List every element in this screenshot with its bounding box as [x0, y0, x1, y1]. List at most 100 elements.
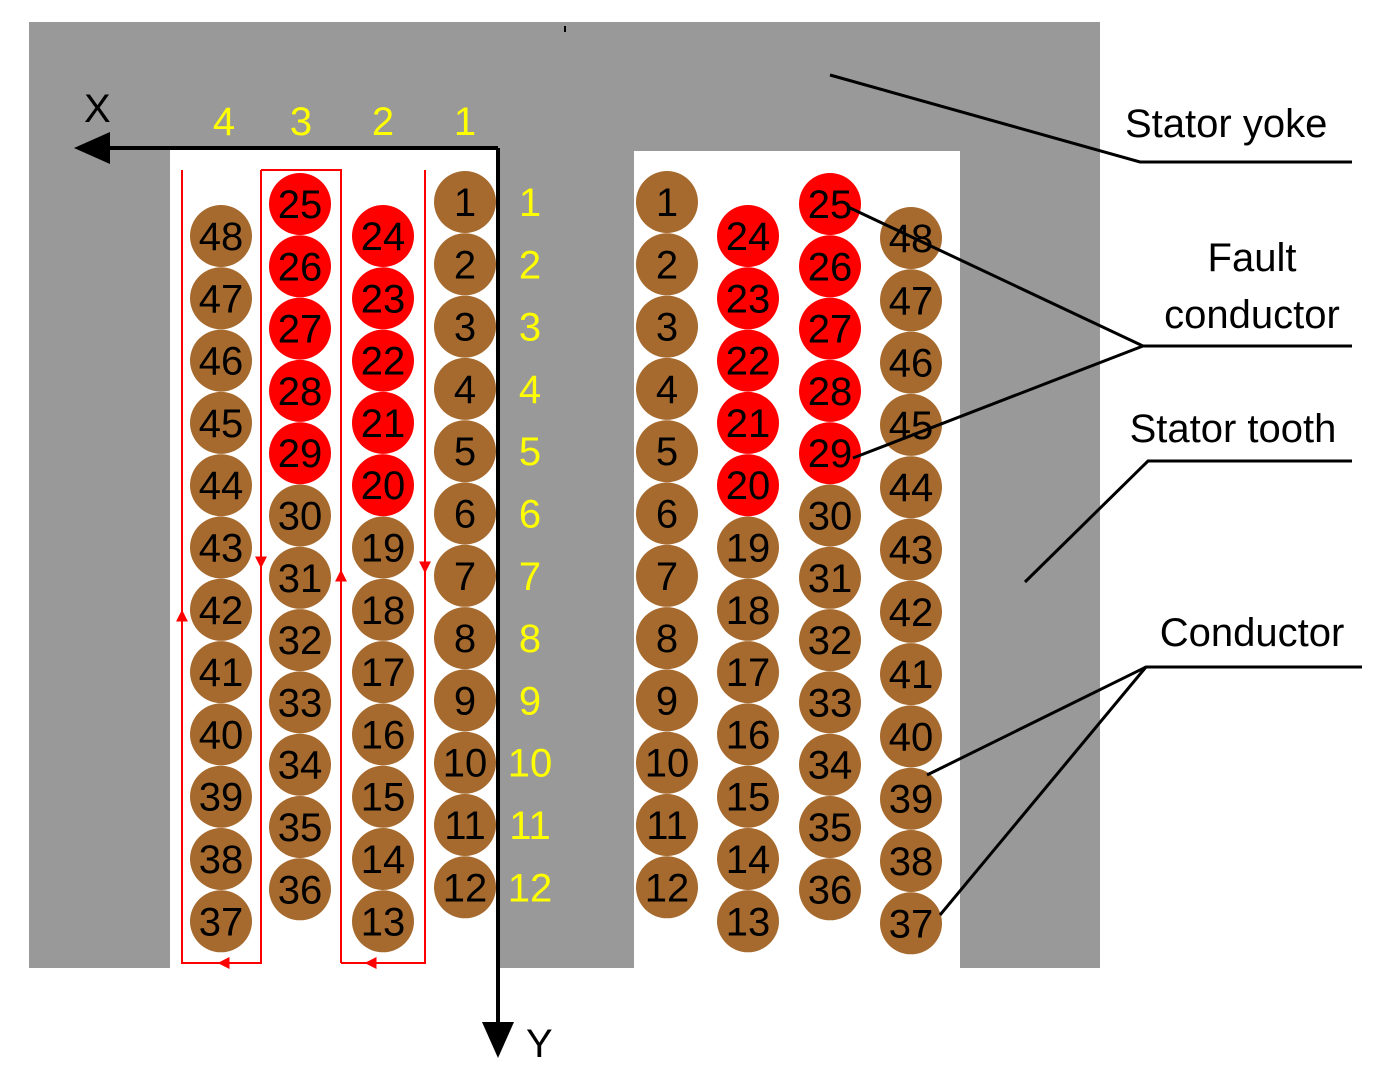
conductor-number: 17: [726, 651, 771, 695]
conductor-number: 12: [443, 866, 488, 910]
conductor: [636, 856, 698, 919]
conductor: [269, 546, 331, 609]
fault-conductor: [799, 235, 861, 298]
conductor-number: 21: [361, 402, 406, 446]
conductor-number: 22: [726, 340, 771, 384]
conductor-number: 48: [889, 217, 934, 261]
column-index: 1: [454, 100, 476, 144]
leader-stator-tooth: [1023, 459, 1352, 584]
conductor: [799, 546, 861, 609]
conductor-number: 14: [361, 838, 406, 882]
conductor: [636, 420, 698, 483]
annotation-labels: Stator yoke Fault conductor Stator tooth…: [1125, 102, 1344, 655]
conductor-number: 22: [361, 340, 406, 384]
conductor-number: 27: [278, 308, 323, 352]
conductor: [636, 669, 698, 732]
conductor: [717, 890, 779, 953]
conductor-number: 34: [808, 744, 853, 788]
conductor-number: 42: [889, 591, 934, 635]
fault-conductor: [269, 235, 331, 298]
conductor-number: 20: [361, 464, 406, 508]
conductor-number: 3: [656, 306, 678, 350]
conductor-number: 36: [278, 868, 323, 912]
conductor-number: 7: [454, 555, 476, 599]
conductor-number: 4: [454, 368, 476, 412]
conductor: [269, 484, 331, 547]
conductor: [880, 830, 942, 892]
conductor: [880, 331, 942, 394]
conductor-number: 18: [726, 589, 771, 633]
conductor-number: 10: [443, 742, 488, 786]
conductor: [352, 516, 414, 579]
conductor: [269, 671, 331, 734]
conductor-number: 1: [454, 181, 476, 225]
conductor-number: 2: [656, 243, 678, 287]
column-indices: 4 3 2 1: [213, 100, 476, 144]
conductor: [190, 454, 252, 517]
fault-conductor: [717, 205, 779, 267]
conductor-number: 39: [199, 776, 244, 820]
conductor: [352, 641, 414, 704]
conductor: [636, 171, 698, 233]
conductor-number: 4: [656, 368, 678, 412]
conductor-number: 28: [278, 370, 323, 414]
conductor-number: 47: [199, 277, 244, 321]
conductor: [880, 643, 942, 706]
conductor: [636, 731, 698, 794]
conductor: [190, 205, 252, 267]
conductor-number: 24: [361, 215, 406, 259]
fault-conductor: [352, 267, 414, 330]
conductor-number: 44: [199, 464, 244, 508]
conductor: [636, 794, 698, 856]
conductor: [434, 794, 496, 856]
row-index: 5: [519, 430, 541, 474]
conductor-number: 7: [656, 555, 678, 599]
conductor-number: 41: [889, 653, 934, 697]
conductor-number: 32: [278, 619, 323, 663]
conductor-number: 16: [726, 713, 771, 757]
conductor: [352, 578, 414, 641]
conductor-number: 46: [889, 342, 934, 386]
conductor-number: 37: [199, 900, 244, 944]
fault-conductor: [352, 454, 414, 517]
conductor-number: 35: [278, 806, 323, 850]
conductor-number: 12: [645, 866, 690, 910]
conductor: [352, 703, 414, 766]
conductor-number: 21: [726, 402, 771, 446]
conductor-number: 31: [278, 557, 323, 601]
leader-stator-yoke: [829, 73, 1352, 164]
conductor-number: 30: [808, 495, 853, 539]
conductor: [434, 295, 496, 358]
conductor-number: 31: [808, 557, 853, 601]
conductor: [434, 357, 496, 420]
conductor-number: 6: [454, 493, 476, 537]
fault-conductor: [269, 359, 331, 422]
leader-conductor: [938, 666, 1148, 916]
row-index: 10: [508, 742, 553, 786]
conductor: [636, 544, 698, 607]
row-index: 11: [509, 804, 551, 848]
conductor: [269, 609, 331, 672]
conductor-number: 15: [726, 776, 771, 820]
conductor-number: 39: [889, 778, 934, 822]
conductor: [190, 765, 252, 828]
fault-conductor: [269, 297, 331, 360]
conductor-number: 17: [361, 651, 406, 695]
conductor-number: 44: [889, 466, 934, 510]
conductor: [880, 269, 942, 332]
column-index: 2: [372, 100, 394, 144]
label-fault-conductor-line2: conductor: [1164, 293, 1340, 337]
conductor-number: 1: [656, 181, 678, 225]
conductor: [636, 295, 698, 358]
conductor-number: 13: [361, 900, 406, 944]
coordinate-axes: X Y: [74, 87, 553, 1066]
conductor: [434, 420, 496, 483]
conductor-number: 38: [199, 838, 244, 882]
conductor: [434, 482, 496, 545]
conductor: [434, 669, 496, 732]
conductor: [190, 828, 252, 890]
conductor-number: 43: [199, 527, 244, 571]
fault-conductor: [799, 173, 861, 235]
left-slot-conductors: 4847464544434241403938372526272829303132…: [190, 171, 496, 953]
